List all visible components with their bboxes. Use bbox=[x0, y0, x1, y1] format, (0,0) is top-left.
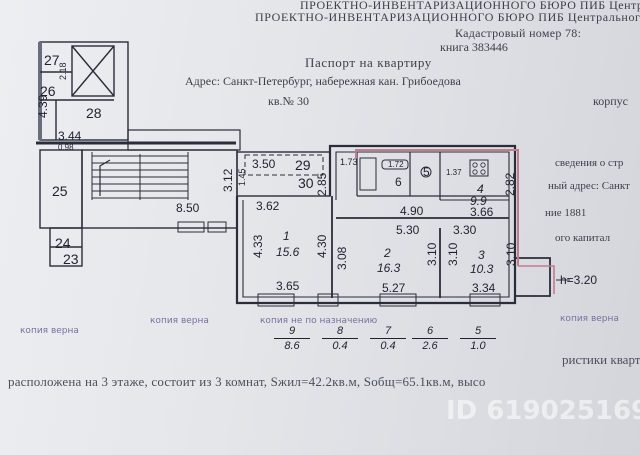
right-text-2: ный адрес: Санкт bbox=[548, 180, 630, 192]
dim-0-98: 0.98 bbox=[58, 143, 74, 152]
header-line-2: ПРОЕКТНО-ИНВЕНТАРИЗАЦИОННОГО БЮРО ПИБ Це… bbox=[255, 10, 640, 24]
apartment-outer-wall bbox=[235, 144, 517, 305]
dim-1-45: 1.45 bbox=[237, 168, 247, 186]
label-5: 5 bbox=[423, 165, 430, 179]
room-2-number: 2 bbox=[383, 246, 391, 260]
header-line-8: корпус bbox=[593, 94, 628, 108]
highlight-boundary bbox=[355, 149, 519, 266]
bay-outline bbox=[515, 257, 551, 297]
dim-1-37: 1.37 bbox=[446, 168, 462, 177]
dim-3-30: 3.30 bbox=[453, 223, 477, 237]
dim-3-65: 3.65 bbox=[276, 279, 300, 293]
header-line-5: Паспорт на квартиру bbox=[305, 55, 432, 70]
dim-1-73: 1.73 bbox=[340, 157, 358, 167]
dim-3-50: 3.50 bbox=[252, 157, 276, 171]
corridor-band bbox=[127, 129, 241, 151]
label-27: 27 bbox=[44, 52, 60, 68]
room-1-number: 1 bbox=[283, 229, 290, 243]
right-text-1: сведения о стр bbox=[555, 157, 624, 169]
dim-3-08: 3.08 bbox=[335, 246, 349, 270]
header-line-7: кв.№ 30 bbox=[268, 94, 309, 108]
label-28: 28 bbox=[86, 105, 102, 121]
dim-1-72: 1.72 bbox=[388, 160, 404, 169]
stair-hall-outline bbox=[81, 149, 238, 229]
room-3-number: 3 bbox=[478, 248, 485, 262]
dim-3-10-a: 3.10 bbox=[425, 242, 439, 266]
toilet-outline bbox=[359, 157, 377, 191]
label-24: 24 bbox=[55, 235, 71, 251]
stamp-text-4: копия верна bbox=[560, 314, 619, 324]
header-line-1: ПРОЕКТНО-ИНВЕНТАРИЗАЦИОННОГО БЮРО ПИБ Це… bbox=[300, 0, 640, 12]
stamp-text-1: копия верна bbox=[20, 326, 79, 336]
label-23: 23 bbox=[63, 251, 79, 267]
watermark: ID 619025169 bbox=[446, 396, 640, 426]
label-6: 6 bbox=[395, 175, 402, 189]
label-30: 30 bbox=[298, 175, 314, 191]
room-3-area: 10.3 bbox=[470, 262, 494, 276]
footer-heading: ристики квартиры bbox=[562, 352, 640, 367]
dim-3-62: 3.62 bbox=[256, 199, 280, 213]
label-26: 26 bbox=[40, 83, 56, 99]
washbasin-icon bbox=[420, 166, 432, 178]
header-line-6: Адрес: Санкт-Петербург, набережная кан. … bbox=[185, 74, 461, 88]
dim-5-30: 5.30 bbox=[396, 223, 420, 237]
header-line-4: книга 383446 bbox=[440, 40, 508, 54]
dim-3-12: 3.12 bbox=[221, 168, 235, 192]
dim-2-82: 2.82 bbox=[503, 172, 517, 196]
stove-icon bbox=[469, 159, 489, 177]
dim-3-34: 3.34 bbox=[472, 281, 496, 295]
stamp-text-3: копия не по назначению bbox=[260, 316, 378, 326]
dim-3-10-c: 3.10 bbox=[504, 242, 518, 266]
dim-4-39: 4.39 bbox=[36, 94, 50, 118]
bathtub-icon bbox=[381, 159, 409, 170]
dim-5-27: 5.27 bbox=[382, 281, 406, 295]
dim-3-44: 3.44 bbox=[58, 129, 82, 143]
footer-line: расположена на 3 этаже, состоит из 3 ком… bbox=[8, 374, 486, 389]
dim-3-10-b: 3.10 bbox=[446, 242, 460, 266]
room-4-area: 9.9 bbox=[470, 194, 487, 208]
label-25: 25 bbox=[52, 183, 68, 199]
dim-4-33: 4.33 bbox=[251, 234, 265, 258]
dim-2-85: 2.85 bbox=[315, 172, 329, 196]
dim-4-90: 4.90 bbox=[400, 204, 424, 218]
room-4-number: 4 bbox=[477, 182, 484, 196]
right-text-4: ого капитал bbox=[555, 232, 611, 244]
dim-2-18: 2.18 bbox=[58, 62, 68, 80]
dim-8-50: 8.50 bbox=[176, 201, 200, 215]
right-text-3: ние 1881 bbox=[545, 207, 587, 219]
label-29: 29 bbox=[295, 157, 311, 173]
stamp-text-2: копия верна bbox=[150, 316, 209, 326]
header-line-3: Кадастровый номер 78: bbox=[455, 26, 582, 40]
dim-3-66: 3.66 bbox=[470, 205, 494, 219]
elevator-shaft bbox=[71, 45, 115, 97]
ceiling-height: h=3.20 bbox=[560, 273, 597, 287]
dim-4-30: 4.30 bbox=[315, 234, 329, 258]
room-2-area: 16.3 bbox=[377, 261, 401, 275]
room-1-area: 15.6 bbox=[276, 245, 300, 259]
